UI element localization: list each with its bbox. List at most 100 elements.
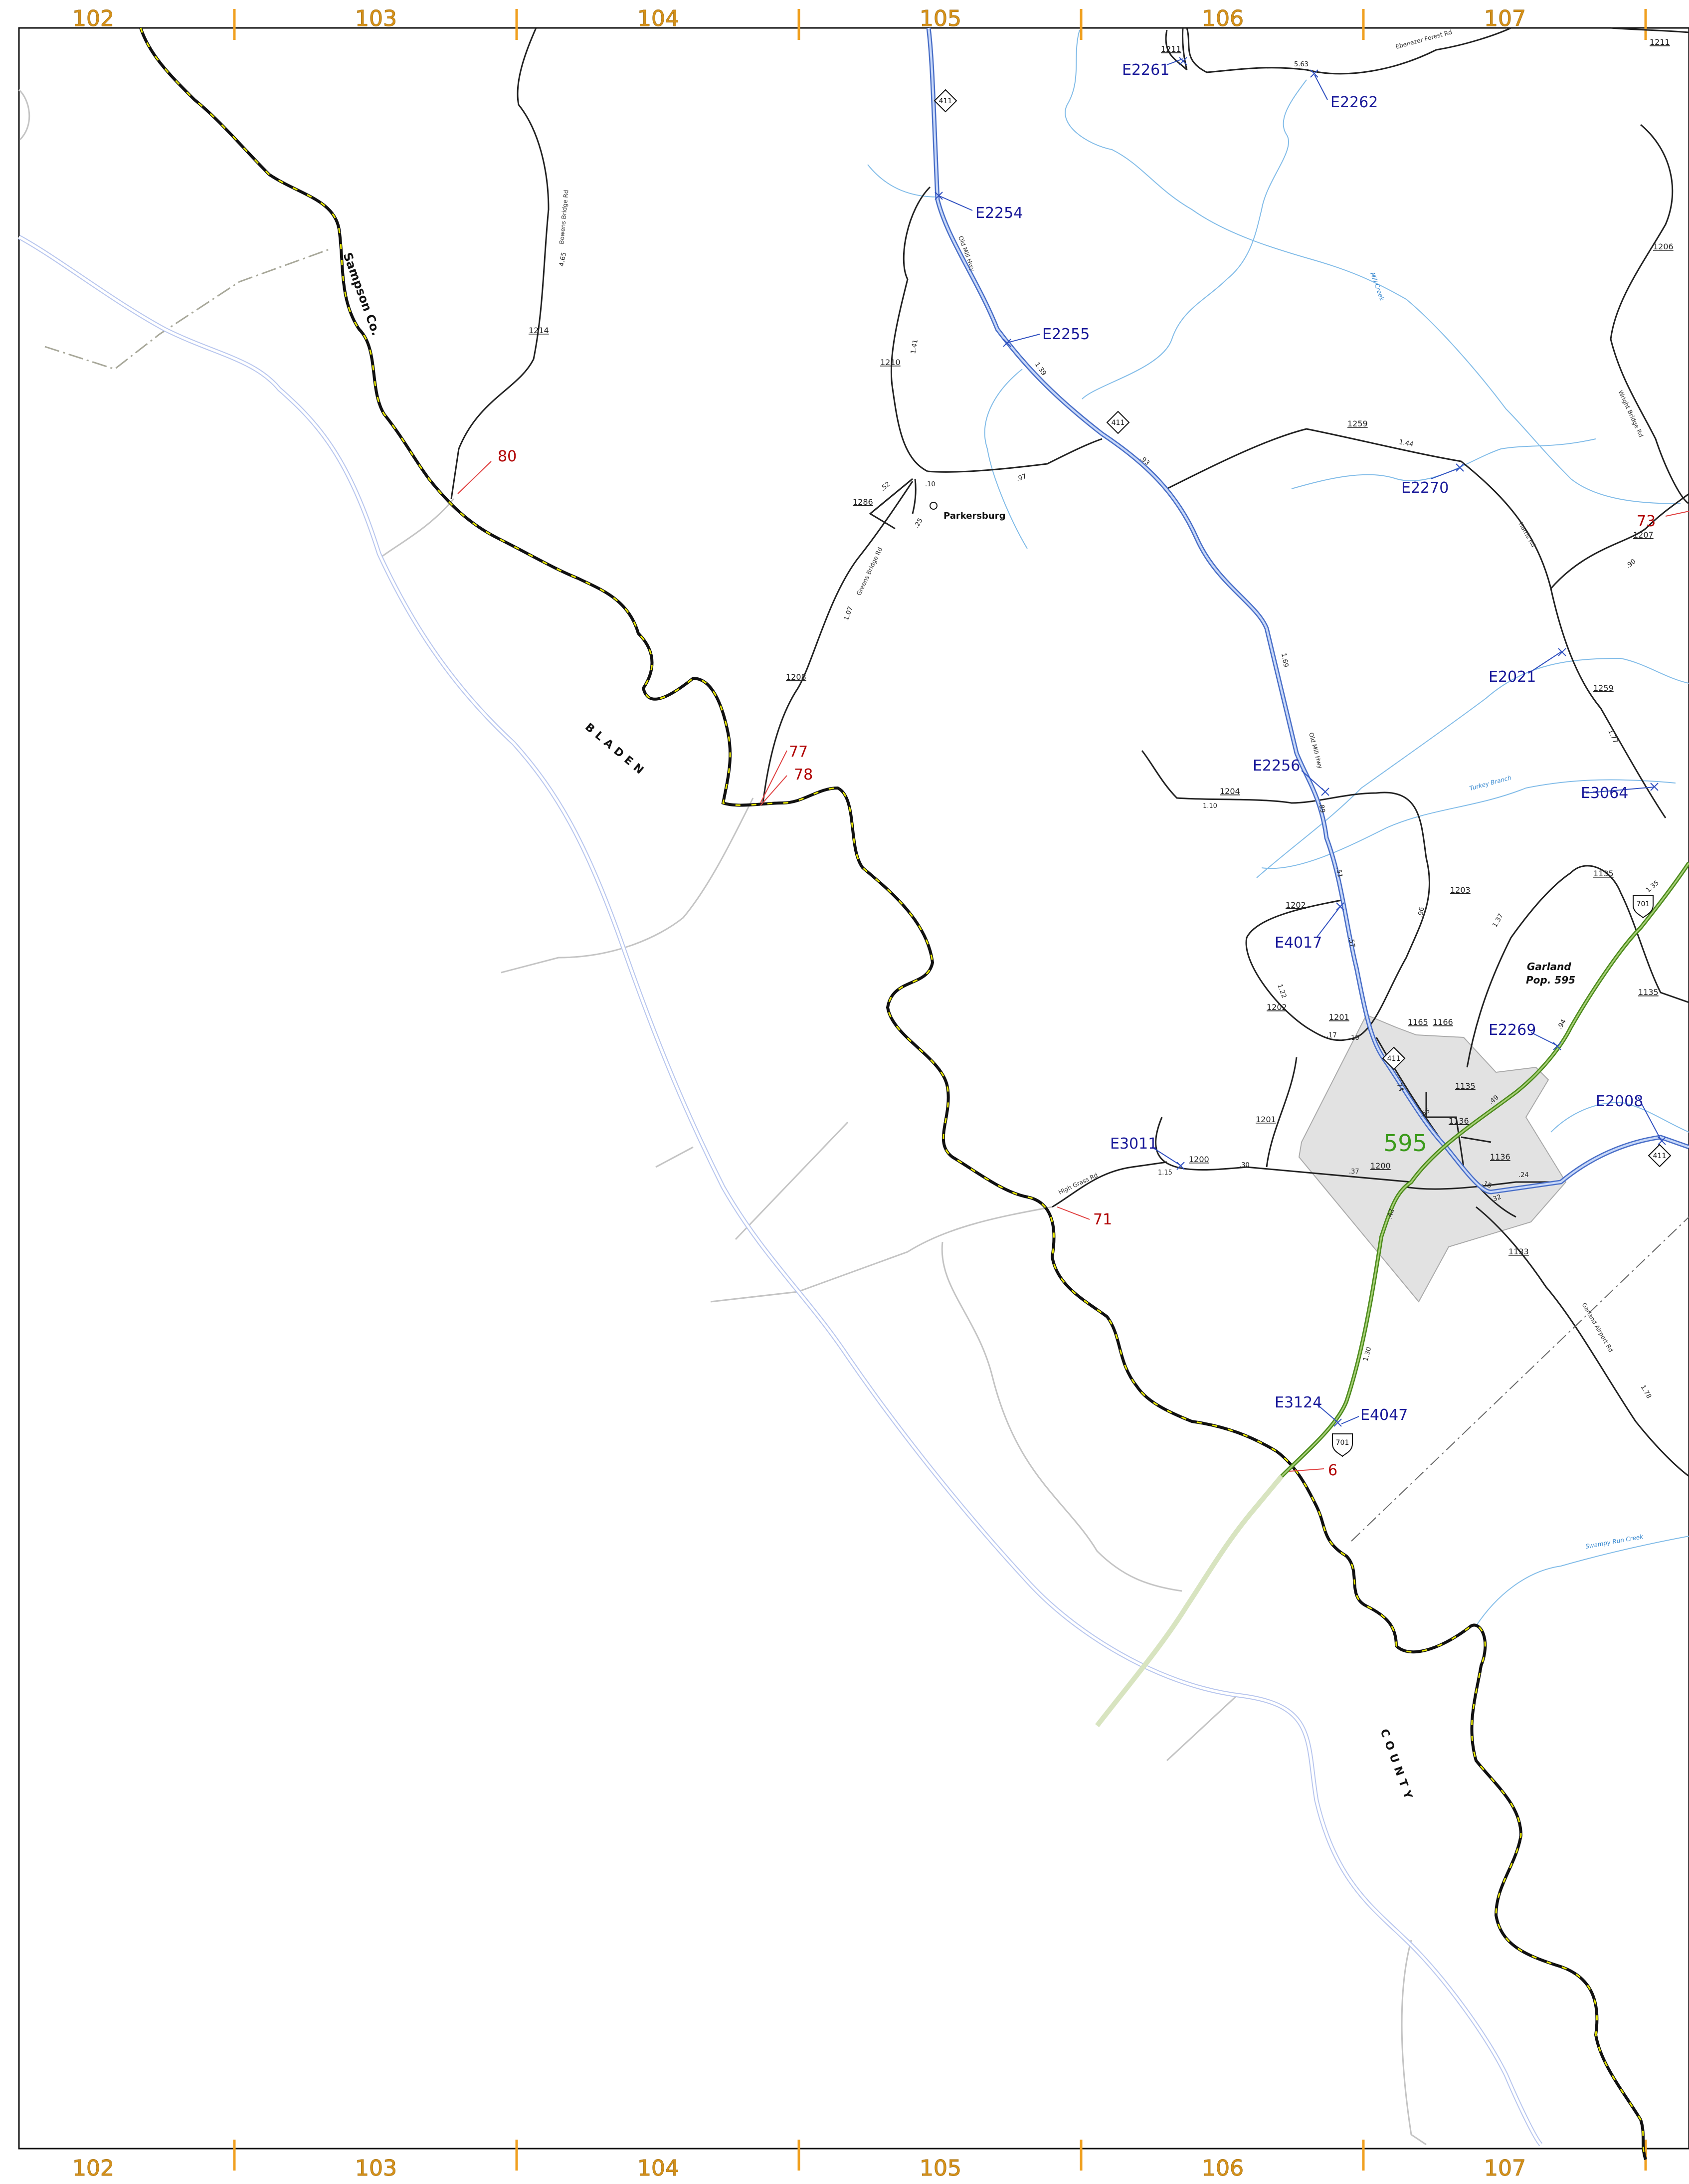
milepoint: 1.77 bbox=[1606, 728, 1619, 745]
red-leaders bbox=[457, 461, 1689, 1472]
bridge-label: E3064 bbox=[1581, 785, 1628, 802]
shield-label: 701 bbox=[1637, 900, 1650, 908]
water-name: Turkey Branch bbox=[1469, 774, 1512, 792]
milepoint: .42 bbox=[1386, 1208, 1396, 1220]
red-marker-label: 73 bbox=[1637, 513, 1656, 530]
milepoint: 1.41 bbox=[910, 339, 920, 355]
bridge-label: E3011 bbox=[1110, 1135, 1157, 1153]
road-number: 1202 bbox=[1286, 900, 1306, 910]
bridge-label: E2256 bbox=[1253, 757, 1300, 775]
road-name: Garland Airport Rd bbox=[1580, 1302, 1614, 1354]
milepoint: .51 bbox=[1334, 867, 1343, 878]
grid-col-bottom: 107 bbox=[1484, 2156, 1526, 2181]
milepoint: 1.44 bbox=[1398, 438, 1414, 448]
map-frame bbox=[18, 27, 1689, 2150]
road-number-labels: 1211 1211 1206 1214 1210 1286 1259 1207 … bbox=[529, 37, 1674, 1256]
grid-col-top: 106 bbox=[1202, 6, 1244, 31]
road-number: 1206 bbox=[1653, 242, 1674, 251]
milepoint: 1.07 bbox=[843, 605, 855, 621]
milepoint: .97 bbox=[1015, 473, 1028, 483]
road-number: 1259 bbox=[1593, 683, 1614, 693]
milepoint: 1.22 bbox=[1276, 983, 1288, 999]
road-name: Old Mill Hwy bbox=[1308, 732, 1324, 769]
road-number: 1133 bbox=[1508, 1247, 1529, 1256]
road-number: 1165 bbox=[1408, 1017, 1428, 1027]
road-number: 1211 bbox=[1650, 37, 1670, 47]
county-word-label: COUNTY bbox=[1377, 1728, 1416, 1805]
shield-nc411-2: 411 bbox=[1106, 410, 1130, 434]
grid-col-top: 102 bbox=[72, 6, 114, 31]
bridge-label: E2269 bbox=[1489, 1021, 1536, 1039]
milepoint: .25 bbox=[913, 517, 924, 530]
road-name: Ebenezer Forest Rd bbox=[1395, 28, 1453, 50]
road-number: 1136 bbox=[1490, 1152, 1510, 1162]
garland-pop-label: Pop. 595 bbox=[1526, 974, 1575, 986]
road-name: High Grass Rd bbox=[1057, 1172, 1099, 1196]
population-number: 595 bbox=[1383, 1130, 1427, 1157]
bridge-labels: E2261 E2262 E2254 E2255 E2270 E2021 E225… bbox=[975, 61, 1643, 1424]
road-number: 1166 bbox=[1433, 1017, 1453, 1027]
bridge-label: E2021 bbox=[1489, 668, 1536, 686]
red-labels: 80 77 78 71 6 73 bbox=[498, 448, 1656, 1479]
bridge-label: E4017 bbox=[1275, 934, 1322, 952]
bridge-leaders bbox=[939, 58, 1662, 1424]
bridge-markers bbox=[935, 57, 1666, 1427]
milepoint: 1.10 bbox=[1203, 802, 1217, 810]
milepoint: .30 bbox=[1239, 1162, 1250, 1169]
shield-us701-1: 701 bbox=[1633, 895, 1654, 919]
garland-label: Garland bbox=[1527, 961, 1571, 973]
shield-nc411-1: 411 bbox=[934, 89, 957, 113]
milepoint: .17 bbox=[1326, 1032, 1337, 1039]
bridge-label: E2008 bbox=[1596, 1093, 1643, 1110]
road-number: 1201 bbox=[1329, 1012, 1349, 1022]
cape-fear-river bbox=[17, 235, 1543, 2147]
road-number: 1286 bbox=[853, 497, 873, 507]
streams bbox=[867, 29, 1689, 1626]
shield-us701-2: 701 bbox=[1332, 1433, 1353, 1457]
bridge-label: E4047 bbox=[1360, 1406, 1408, 1424]
grid-col-top: 104 bbox=[637, 6, 679, 31]
milepoint: .74 bbox=[1394, 1080, 1405, 1093]
grid-col-top: 107 bbox=[1484, 6, 1526, 31]
us-701-highway bbox=[1095, 863, 1689, 1728]
road-number: 1259 bbox=[1347, 419, 1368, 428]
milepoint: .15 bbox=[1481, 1180, 1493, 1190]
grid-col-bottom: 103 bbox=[355, 2156, 397, 2181]
road-number: 1210 bbox=[880, 358, 901, 367]
milepoint: 1.78 bbox=[1639, 1384, 1653, 1400]
milepoint: .24 bbox=[1518, 1172, 1529, 1179]
grid-col-bottom: 106 bbox=[1202, 2156, 1244, 2181]
milepoint: .10 bbox=[925, 481, 936, 488]
milepoint: .90 bbox=[1625, 558, 1637, 570]
road-number: 1135 bbox=[1593, 869, 1614, 878]
road-number: 1135 bbox=[1455, 1081, 1476, 1091]
grid-col-top: 105 bbox=[920, 6, 961, 31]
road-number: 1200 bbox=[1189, 1155, 1209, 1164]
shield-nc411-3: 411 bbox=[1382, 1046, 1406, 1070]
shield-nc411-4: 411 bbox=[1648, 1144, 1672, 1168]
bridge-label: E2270 bbox=[1401, 479, 1449, 497]
grid-col-top: 103 bbox=[355, 6, 397, 31]
milepoint: 1.15 bbox=[1158, 1169, 1172, 1177]
milepoint: .52 bbox=[879, 480, 892, 493]
grid-col-bottom: 104 bbox=[637, 2156, 679, 2181]
road-number: 1202 bbox=[1267, 1002, 1287, 1012]
bridge-label: E2262 bbox=[1330, 94, 1378, 111]
milepoint-labels: 5.63 4.65 1.41 1.39 .93 .97 .52 .10 .25 … bbox=[558, 61, 1661, 1400]
shield-label: 411 bbox=[939, 97, 952, 105]
faint-roads bbox=[18, 89, 1427, 2146]
shield-label: 411 bbox=[1387, 1055, 1401, 1063]
secondary-roads bbox=[450, 27, 1689, 1477]
red-marker-label: 71 bbox=[1093, 1211, 1112, 1228]
grid-top: 102 103 104 105 106 107 bbox=[72, 6, 1647, 40]
shield-label: 701 bbox=[1336, 1439, 1349, 1447]
road-number: 1200 bbox=[1370, 1161, 1391, 1171]
road-number: 1203 bbox=[1450, 885, 1471, 895]
road-number: 1136 bbox=[1449, 1116, 1469, 1126]
milepoint: 1.30 bbox=[1362, 1346, 1373, 1362]
road-number: 1135 bbox=[1638, 988, 1659, 997]
road-number: 1208 bbox=[786, 672, 806, 682]
milepoint: .10 bbox=[1349, 1034, 1359, 1042]
milepoint: 1.69 bbox=[1280, 652, 1290, 668]
